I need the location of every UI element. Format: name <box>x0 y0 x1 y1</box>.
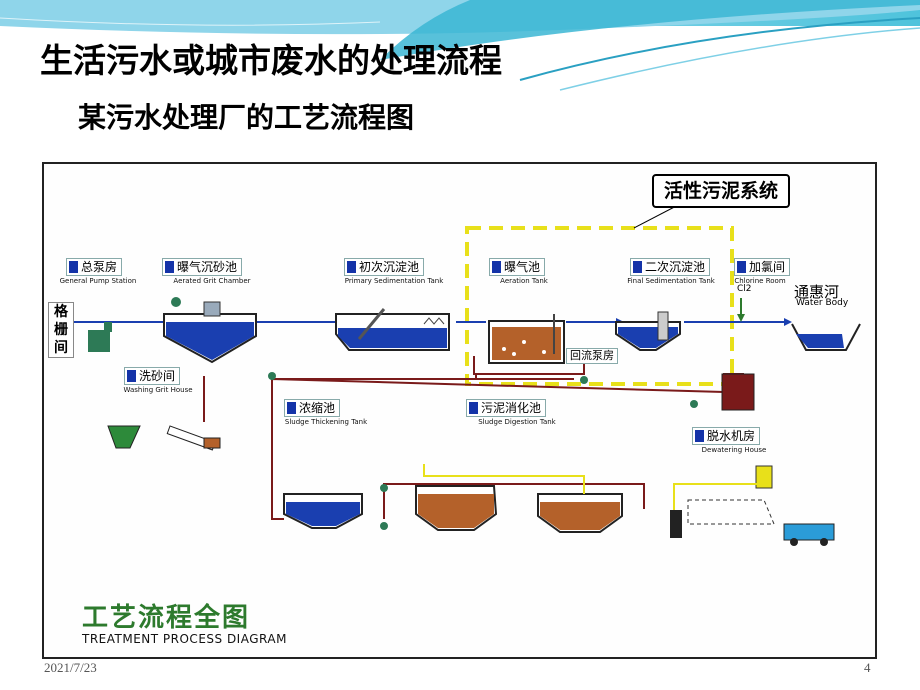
unit-label-chlorine: 加氯间 <box>734 258 791 276</box>
unit-en-final: Final Sedimentation Tank <box>627 277 715 285</box>
river-label-cn: 通惠河 <box>794 283 840 301</box>
washing-grit-icon <box>107 425 221 451</box>
unit-en-grit: Aerated Grit Chamber <box>173 277 251 285</box>
unit-en-aeration: Aeration Tank <box>500 277 548 285</box>
unit-label-digestion: 污泥消化池 <box>466 399 547 417</box>
slide-page-number: 4 <box>864 660 871 675</box>
unit-label-pump: 总泵房 <box>66 258 123 276</box>
dewatering-icon <box>670 499 835 546</box>
header-banner <box>0 0 920 91</box>
diagram-footer-subtitle: TREATMENT PROCESS DIAGRAM <box>82 632 287 646</box>
thickening-tank-icon <box>283 493 363 529</box>
river-label-en: Water Body <box>796 298 849 308</box>
grit-chamber-icon <box>163 297 257 364</box>
activated-sludge-callout: 活性污泥系统 <box>652 174 791 208</box>
diagram-footer-title: 工艺流程全图 <box>82 603 251 633</box>
unit-label-aeration: 曝气池 <box>489 258 546 276</box>
unit-label-washing: 洗砂间 <box>124 367 181 385</box>
digestion-tank-1 <box>415 485 498 531</box>
unit-label-thickening: 浓缩池 <box>284 399 341 417</box>
diagram-drawing <box>69 201 861 546</box>
unit-en-dewatering: Dewatering House <box>701 446 767 454</box>
unit-label-primary: 初次沉淀池 <box>344 258 425 276</box>
unit-label-dewatering: 脱水机房 <box>692 427 761 445</box>
unit-en-washing: Washing Grit House <box>123 386 193 394</box>
process-diagram: 活性污泥系统 格栅间 回流泵房 Cl2 通惠河 Water Body 总泵房 G… <box>42 162 877 659</box>
sludge-tank-icon <box>721 373 755 411</box>
unit-en-digestion: Sludge Digestion Tank <box>478 418 556 426</box>
screen-house-label: 格栅间 <box>48 302 74 358</box>
activated-sludge-boundary <box>465 226 734 386</box>
aeration-tank-icon <box>488 314 565 364</box>
unit-en-primary: Primary Sedimentation Tank <box>344 277 444 285</box>
unit-label-final: 二次沉淀池 <box>630 258 711 276</box>
unit-en-thickening: Sludge Thickening Tank <box>284 418 368 426</box>
primary-tank-icon <box>335 308 450 351</box>
slide-title: 生活污水或城市废水的处理流程 <box>40 41 502 80</box>
slide-date: 2021/7/23 <box>44 660 97 675</box>
unit-en-pump: General Pump Station <box>59 277 137 285</box>
slide-subtitle: 某污水处理厂的工艺流程图 <box>78 101 415 134</box>
return-pump-label: 回流泵房 <box>566 348 618 364</box>
unit-label-grit: 曝气沉砂池 <box>162 258 243 276</box>
pump-station-icon <box>88 322 112 352</box>
final-tank-icon <box>615 311 681 351</box>
digestion-tank-2 <box>537 493 623 533</box>
cl2-label: Cl2 <box>737 284 752 294</box>
unit-en-chlorine: Chlorine Room <box>734 277 786 285</box>
